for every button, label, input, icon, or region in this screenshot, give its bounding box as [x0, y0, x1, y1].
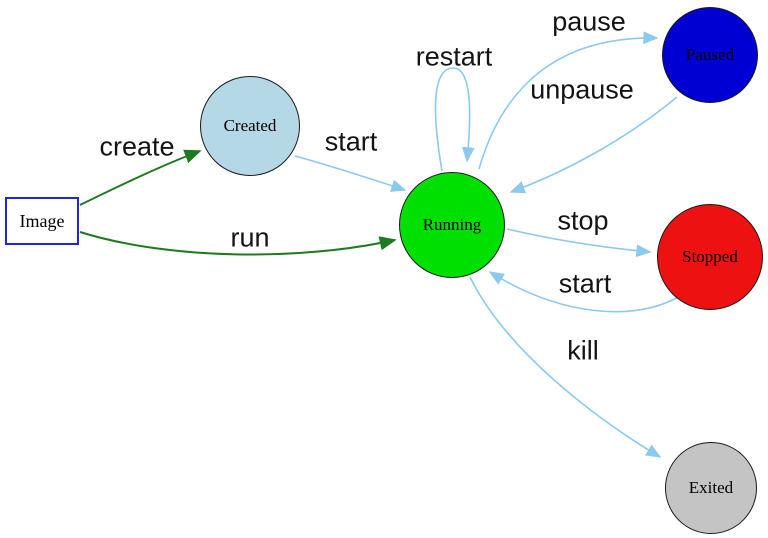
edge-label-start-created-running: start	[324, 126, 378, 157]
node-running: Running	[399, 172, 505, 278]
edge-restart-self-loop	[434, 67, 475, 172]
edge-stop	[506, 228, 652, 258]
node-created: Created	[200, 76, 300, 176]
node-image-label: Image	[19, 210, 65, 231]
edge-label-start-stopped-running: start	[558, 268, 612, 299]
edge-pause	[478, 31, 659, 170]
edge-unpause	[509, 96, 678, 194]
node-paused: Paused	[662, 7, 758, 103]
edge-kill	[469, 276, 662, 458]
edge-start-created-running	[294, 155, 407, 192]
node-created-label: Created	[223, 116, 277, 135]
node-running-label: Running	[422, 215, 482, 234]
edge-label-stop: stop	[557, 205, 609, 236]
edge-create	[79, 149, 202, 206]
edge-start-stopped-running	[488, 271, 679, 313]
node-exited-label: Exited	[688, 478, 734, 497]
node-image: Image	[5, 197, 79, 245]
node-exited: Exited	[665, 442, 757, 534]
edge-label-create: create	[99, 131, 175, 162]
node-paused-label: Paused	[685, 45, 735, 64]
edge-label-restart: restart	[415, 41, 493, 72]
edge-label-run: run	[230, 222, 270, 253]
edge-label-kill: kill	[567, 335, 599, 366]
edge-label-pause: pause	[552, 6, 626, 37]
edge-label-unpause: unpause	[530, 74, 634, 105]
edge-run	[79, 231, 397, 256]
node-stopped: Stopped	[657, 204, 763, 310]
node-stopped-label: Stopped	[682, 247, 738, 266]
